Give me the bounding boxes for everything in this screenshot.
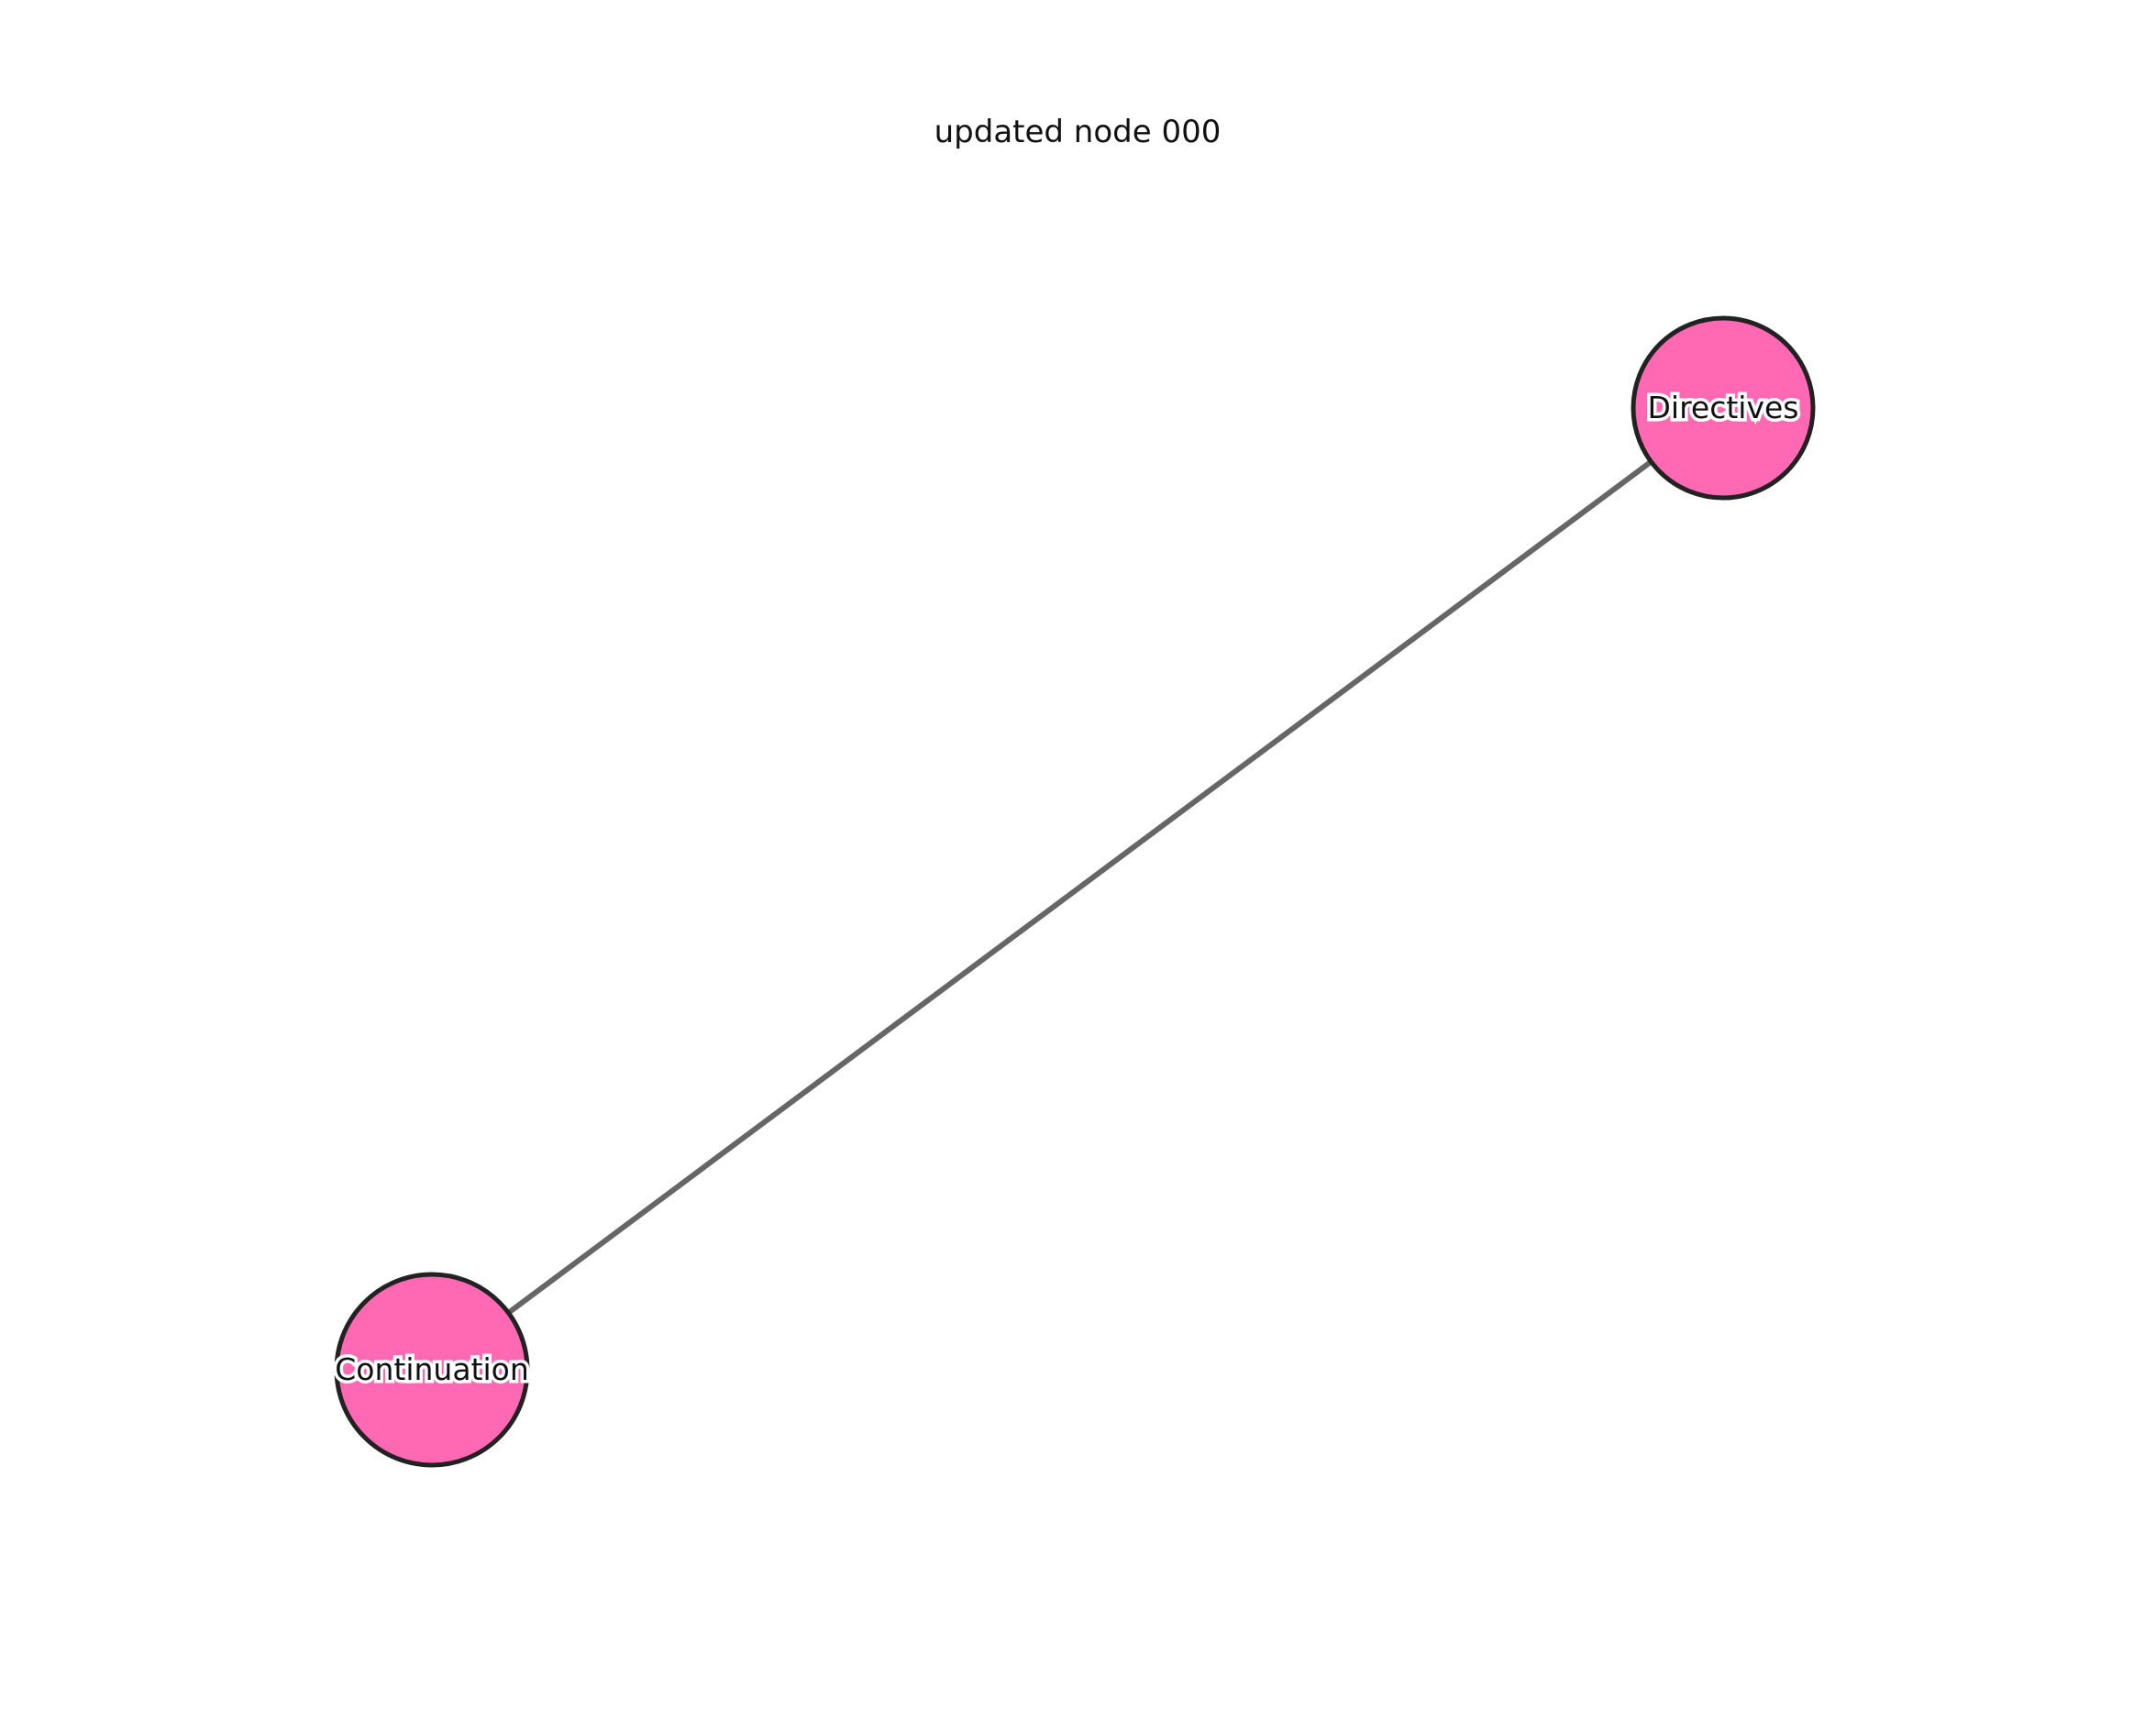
node-circle [334, 1272, 530, 1468]
node-continuation[interactable]: Continuation [332, 1272, 532, 1468]
node-label: Continuation [335, 1351, 529, 1387]
node-directives[interactable]: Directives [1631, 315, 1816, 501]
node-label: Directives [1648, 390, 1799, 425]
node-circle [1631, 315, 1816, 501]
graph-title: updated node 000 [934, 114, 1222, 150]
edge-continuation-directives [430, 405, 1725, 1373]
